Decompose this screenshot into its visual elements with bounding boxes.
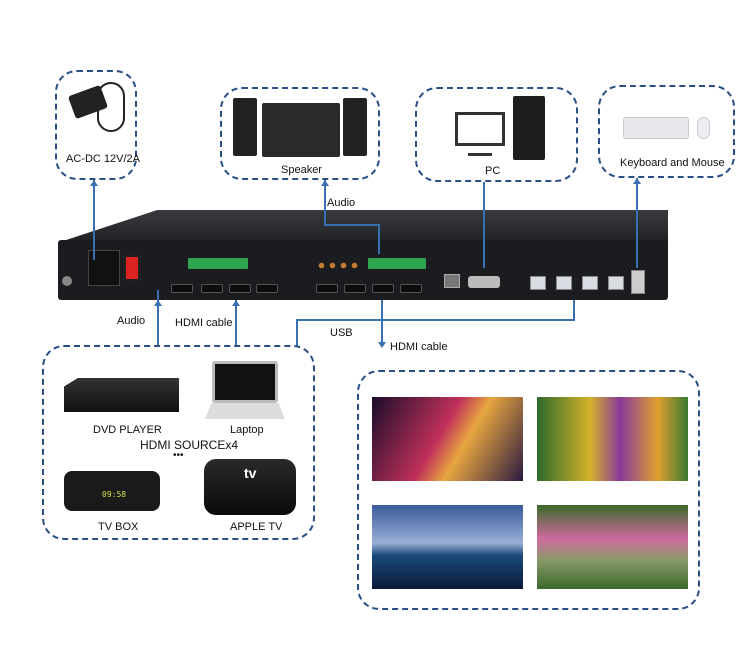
audio-out-terminals: [368, 258, 426, 269]
usb-a-ports[interactable]: [631, 270, 645, 294]
usb-port-4[interactable]: [608, 276, 624, 290]
audio-out-label: Audio: [327, 197, 356, 209]
lan-port[interactable]: [444, 274, 460, 288]
power-arrow: [90, 180, 98, 186]
rca-outputs: [316, 262, 361, 269]
dvd-player-label: DVD PLAYER: [93, 424, 162, 436]
hdmi-out-4: [400, 284, 422, 293]
hdmi-out-2: [344, 284, 366, 293]
speaker-label: Speaker: [281, 164, 322, 176]
display-4-image: [537, 505, 688, 589]
hdmi-out-arrow: [378, 342, 386, 348]
device-top: [60, 210, 668, 242]
speaker-left: [233, 98, 257, 156]
tv-box-label: TV BOX: [98, 521, 139, 533]
monitor: [455, 112, 505, 146]
mouse-image: [697, 117, 710, 139]
sources-ellipsis: •••: [173, 450, 184, 461]
keyboard-arrow: [633, 178, 641, 184]
display-3-image: [372, 505, 523, 589]
usb-port-3[interactable]: [582, 276, 598, 290]
audio-in-terminals: [188, 258, 248, 269]
monitor-stand: [468, 146, 492, 156]
speaker-right: [343, 98, 367, 156]
pc-box: [415, 87, 578, 182]
amplifier: [262, 103, 340, 157]
pc-tower: [513, 96, 545, 160]
keyboard-box: [598, 85, 735, 178]
audio-in-line: [157, 290, 159, 346]
audio-out-line-v2: [378, 224, 380, 254]
hdmi-sources-box: [42, 345, 315, 540]
laptop-label: Laptop: [230, 424, 264, 436]
display-2-image: [537, 397, 688, 481]
dvd-player-image: [64, 378, 179, 412]
laptop-screen: [212, 361, 278, 403]
audio-out-line-h: [324, 224, 379, 226]
laptop-base: [205, 403, 285, 419]
hdmi-out-label: HDMI cable: [390, 341, 448, 353]
usb-line-v2: [296, 319, 298, 347]
speaker-box: [220, 87, 380, 180]
hdmi-in-3: [229, 284, 251, 293]
usb-port-1[interactable]: [530, 276, 546, 290]
keyboard-line: [636, 178, 638, 268]
hdmi-in-line: [235, 300, 237, 346]
pc-line: [483, 182, 485, 268]
power-line: [93, 180, 95, 260]
displays-box: [357, 370, 700, 610]
tv-box-image: 09:58: [64, 471, 160, 511]
power-cable: [97, 82, 125, 132]
apple-tv-logo: tv: [244, 465, 257, 481]
power-label: AC-DC 12V/2A: [66, 153, 140, 165]
audio-in-arrow: [154, 300, 162, 306]
usb-label: USB: [330, 327, 353, 339]
keyboard-label: Keyboard and Mouse: [620, 157, 725, 169]
audio-out-arrow: [321, 180, 329, 186]
hdmi-in-2: [201, 284, 223, 293]
apple-tv-image: tv: [204, 459, 296, 515]
keyboard-image: [623, 117, 689, 139]
hdmi-out-1: [316, 284, 338, 293]
apple-tv-label: APPLE TV: [230, 521, 283, 533]
tv-box-display: 09:58: [102, 490, 127, 499]
rs232-port[interactable]: [468, 276, 500, 288]
power-adapter-box: [55, 70, 137, 180]
hdmi-in-label: HDMI cable: [175, 317, 233, 329]
usb-line-h: [296, 319, 575, 321]
hdmi-in-4: [256, 284, 278, 293]
audio-out-line-v: [324, 180, 326, 225]
audio-in-label: Audio: [117, 315, 146, 327]
matrix-device-rear-panel: [58, 240, 668, 300]
hdmi-in-arrow: [232, 300, 240, 306]
display-1-image: [372, 397, 523, 481]
hdmi-out-3: [372, 284, 394, 293]
sources-title: HDMI SOURCEx4: [140, 438, 239, 452]
usb-line-v1: [573, 300, 575, 320]
ground-screw: [62, 276, 72, 286]
power-switch: [124, 255, 140, 281]
pc-label: PC: [485, 165, 501, 177]
usb-port-2[interactable]: [556, 276, 572, 290]
hdmi-in-1: [171, 284, 193, 293]
hdmi-out-line: [381, 300, 383, 344]
